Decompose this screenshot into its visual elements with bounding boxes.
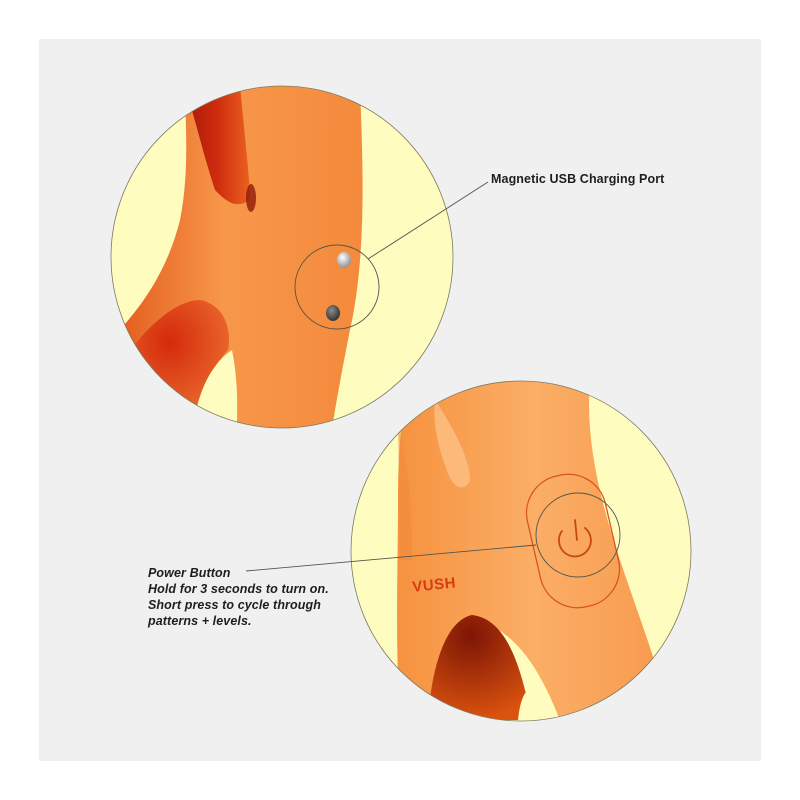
power-button-line-3: patterns + levels.: [148, 614, 252, 628]
power-button-title: Power Button: [148, 566, 231, 580]
power-button: [525, 473, 621, 609]
magnet-contact-1: [337, 252, 351, 268]
power-button-label: Power Button Hold for 3 seconds to turn …: [148, 565, 329, 629]
power-button-detail-circle: VUSH: [245, 380, 692, 722]
brand-mark: VUSH: [412, 574, 457, 595]
charging-port-detail-circle: [110, 85, 489, 429]
power-button-callout-ring: [535, 492, 621, 578]
power-button-leader-line: [245, 544, 537, 572]
charging-port-label: Magnetic USB Charging Port: [491, 172, 665, 186]
magnet-contact-2: [326, 305, 340, 321]
charging-port-callout-ring: [294, 244, 380, 330]
charging-port-leader-line: [367, 181, 489, 260]
power-button-line-2: Short press to cycle through: [148, 598, 321, 612]
power-button-line-1: Hold for 3 seconds to turn on.: [148, 582, 329, 596]
power-icon: [558, 519, 592, 558]
